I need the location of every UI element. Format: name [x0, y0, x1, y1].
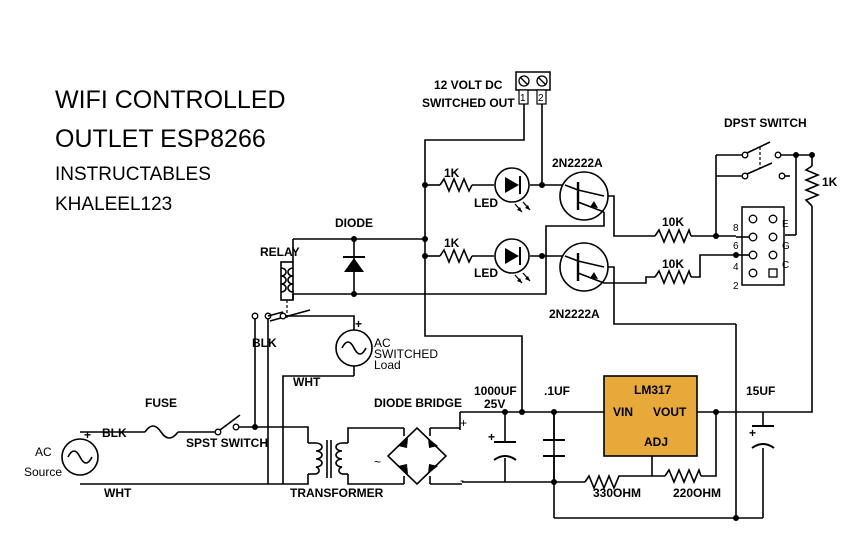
- dpst-switch: [741, 141, 786, 180]
- label-led-mid: LED: [474, 266, 498, 280]
- fuse: [144, 425, 179, 439]
- junction-dots: [252, 152, 815, 521]
- bridge-tilde: ~: [374, 455, 381, 469]
- label-10k-bottom: 10K: [662, 257, 684, 271]
- resistor-220: [664, 467, 702, 485]
- esp8266-header: [736, 206, 785, 286]
- transistor-bottom: [559, 242, 609, 292]
- title-line-2: OUTLET ESP8266: [55, 125, 266, 153]
- label-1k-top: 1K: [444, 166, 460, 180]
- resistor-1k-top: [439, 176, 473, 194]
- label-12v-dc: 12 VOLT DC: [434, 78, 503, 92]
- label-relay-blk: BLK: [252, 336, 277, 350]
- relay-switch: [251, 309, 311, 322]
- cap-1000-plus: +: [488, 430, 495, 444]
- label-switched-out: SWITCHED OUT: [422, 96, 515, 110]
- header-pin-8: 8: [733, 223, 739, 234]
- resistor-1k-mid: [439, 247, 473, 265]
- label-led-top: LED: [474, 196, 498, 210]
- label-diode: DIODE: [335, 216, 373, 230]
- capacitor-01uf: [543, 439, 565, 457]
- bridge-minus: -: [460, 473, 464, 487]
- terminal-pin-2: 2: [538, 93, 544, 104]
- label-load-wht: WHT: [293, 375, 321, 389]
- resistor-10k-top: [654, 227, 692, 245]
- load-plus: +: [355, 317, 362, 331]
- label-cap-1000uf: 1000UF: [474, 384, 517, 398]
- relay-coil: [280, 239, 294, 318]
- terminal-pin-1: 1: [520, 93, 526, 104]
- label-adj: ADJ: [644, 435, 668, 449]
- label-ac-switched-1: AC: [374, 336, 391, 350]
- label-ac-source-1: AC: [35, 445, 52, 459]
- spst-switch: [214, 414, 241, 436]
- resistor-330: [584, 473, 622, 491]
- label-ac-switched-2: SWITCHED: [374, 347, 438, 361]
- wiring: [80, 104, 813, 519]
- output-terminal-block: 1 2: [515, 71, 551, 105]
- diode-bridge: [386, 426, 448, 486]
- label-transformer: TRANSFORMER: [290, 486, 384, 500]
- capacitor-15uf: [751, 425, 775, 449]
- label-330ohm: 330OHM: [593, 486, 641, 500]
- transformer: [308, 440, 348, 478]
- label-spst-switch: SPST SWITCH: [186, 436, 268, 450]
- transistor-top: [559, 171, 609, 221]
- header-pin-g: G: [782, 241, 790, 252]
- header-pin-c: C: [782, 260, 789, 271]
- label-source-wht: WHT: [104, 486, 132, 500]
- header-pin-2: 2: [733, 281, 739, 292]
- led-top: [494, 167, 531, 213]
- label-vout: VOUT: [653, 405, 687, 419]
- header-pin-6: 6: [733, 241, 739, 252]
- resistor-1k-right: [803, 165, 821, 207]
- label-220ohm: 220OHM: [673, 486, 721, 500]
- ac-load: [335, 329, 373, 367]
- header-pin-4: 4: [733, 262, 739, 273]
- ac-source: [61, 438, 99, 476]
- label-fuse: FUSE: [145, 396, 177, 410]
- title-line-4: KHALEEL123: [55, 194, 172, 215]
- label-source-blk: BLK: [102, 426, 127, 440]
- label-ac-switched-3: Load: [374, 358, 401, 372]
- label-10k-top: 10K: [662, 215, 684, 229]
- label-1k-mid: 1K: [444, 236, 460, 250]
- title-line-3: INSTRUCTABLES: [55, 164, 211, 185]
- label-transistor-bottom: 2N2222A: [549, 307, 600, 321]
- label-dpst-switch: DPST SWITCH: [724, 116, 807, 130]
- source-plus: +: [84, 428, 91, 442]
- label-lm317: LM317: [634, 383, 672, 397]
- led-mid: [494, 238, 531, 284]
- bridge-plus: +: [460, 416, 467, 430]
- label-cap-15uf: 15UF: [746, 384, 775, 398]
- resistor-10k-bottom: [654, 268, 692, 286]
- label-cap-25v: 25V: [484, 397, 505, 411]
- label-ac-source-2: Source: [24, 465, 62, 479]
- header-pin-e: E: [782, 219, 789, 230]
- capacitor-1000uf: [493, 441, 517, 461]
- flyback-diode: [343, 256, 365, 272]
- label-diode-bridge: DIODE BRIDGE: [374, 396, 462, 410]
- lm317-regulator: [603, 375, 698, 457]
- label-cap-01uf: .1UF: [544, 384, 570, 398]
- cap-15-plus: +: [749, 426, 756, 440]
- label-relay: RELAY: [260, 245, 300, 259]
- title-line-1: WIFI CONTROLLED: [55, 86, 286, 114]
- label-vin: VIN: [613, 405, 633, 419]
- label-1k-right: 1K: [822, 175, 838, 189]
- label-transistor-top: 2N2222A: [552, 156, 603, 170]
